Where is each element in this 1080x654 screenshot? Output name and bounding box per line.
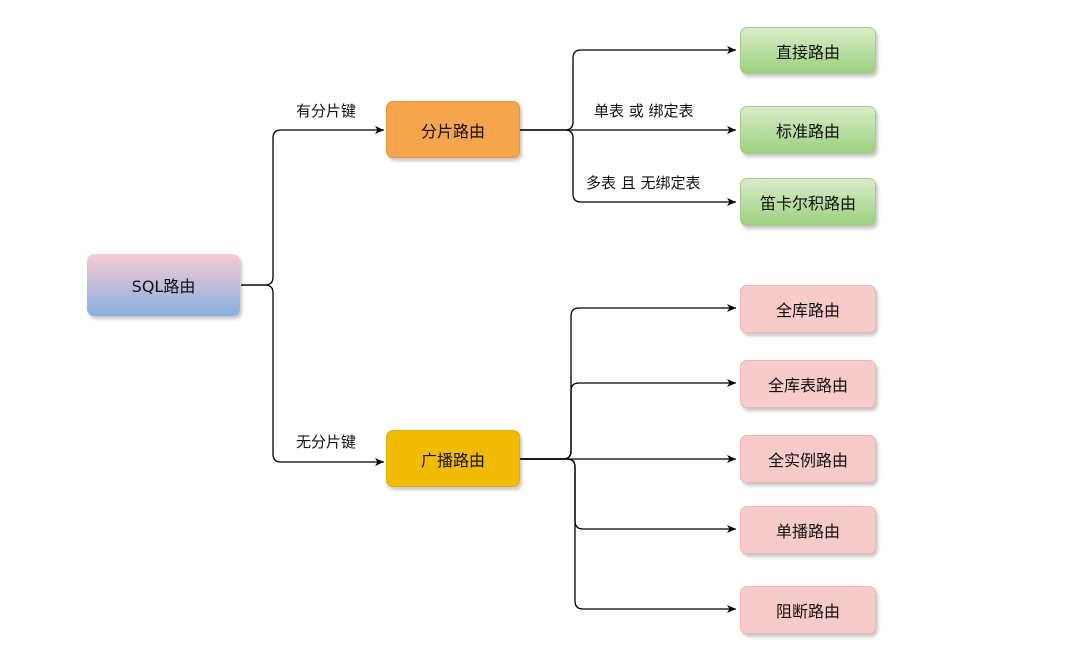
node-label: 标准路由 <box>775 122 840 141</box>
edge-broadcast-to-unicast <box>520 458 736 533</box>
node-label: 笛卡尔积路由 <box>759 194 856 213</box>
node-label: 全库路由 <box>775 301 840 320</box>
node-full-instance-routing: 全实例路由 <box>740 435 876 483</box>
node-label: 分片路由 <box>420 121 485 141</box>
node-full-database-table-routing: 全库表路由 <box>740 360 876 408</box>
node-sql-routing: SQL路由 <box>87 254 240 316</box>
edge-label-has-shard-key: 有分片键 <box>296 101 357 121</box>
edge-label-no-shard-key: 无分片键 <box>296 432 357 452</box>
node-label: 全库表路由 <box>767 376 848 395</box>
node-label: 单播路由 <box>775 522 840 541</box>
node-cartesian-routing: 笛卡尔积路由 <box>740 178 876 226</box>
node-label: 全实例路由 <box>767 451 848 470</box>
node-label: 阻断路由 <box>775 602 840 621</box>
edge-root-to-broadcast <box>241 284 384 466</box>
edge-broadcast-to-full-db-table <box>520 379 736 460</box>
node-broadcast-routing: 广播路由 <box>386 430 520 487</box>
node-label: 广播路由 <box>420 450 485 470</box>
node-unicast-routing: 单播路由 <box>740 506 876 554</box>
node-direct-routing: 直接路由 <box>740 27 876 74</box>
node-full-database-routing: 全库路由 <box>740 285 876 333</box>
edge-broadcast-to-block <box>520 458 736 613</box>
node-label: SQL路由 <box>131 277 196 296</box>
edge-sharding-to-cartesian <box>520 129 736 206</box>
node-standard-routing: 标准路由 <box>740 106 876 154</box>
node-label: 直接路由 <box>775 42 840 62</box>
edge-root-to-sharding <box>241 126 384 286</box>
edge-label-single-or-binding: 单表 或 绑定表 <box>594 101 694 121</box>
node-blocking-routing: 阻断路由 <box>740 586 876 634</box>
edge-label-multi-no-binding: 多表 且 无绑定表 <box>586 173 701 193</box>
node-sharding-routing: 分片路由 <box>386 101 520 158</box>
